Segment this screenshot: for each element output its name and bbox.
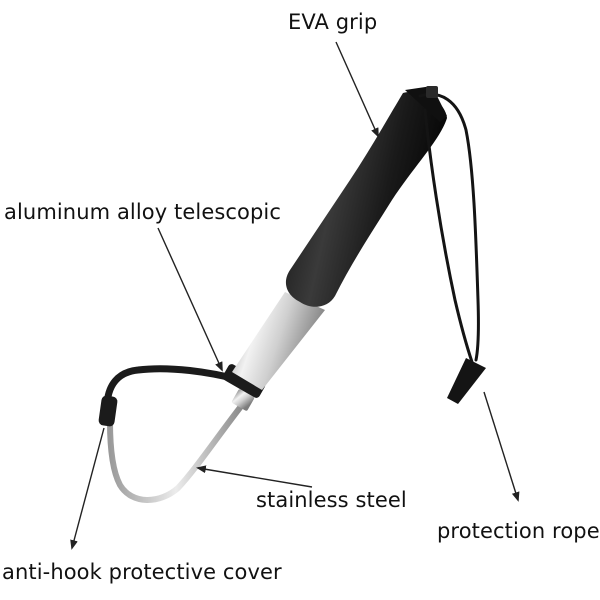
arrow-rope	[483, 391, 520, 502]
protection-rope	[418, 92, 480, 364]
rope-stopper	[447, 358, 486, 404]
label-anti-hook-protective-cover: anti-hook protective cover	[2, 560, 282, 584]
ferrule	[231, 389, 255, 411]
arrow-steel	[196, 465, 313, 488]
arrow-eva-grip	[335, 41, 379, 138]
rope-top-clip	[426, 86, 438, 98]
label-aluminum-alloy-telescopic: aluminum alloy telescopic	[4, 200, 281, 224]
label-eva-grip: EVA grip	[288, 10, 378, 34]
arrow-aluminum	[157, 227, 223, 372]
label-protection-rope: protection rope	[437, 519, 600, 543]
arrow-cover	[70, 427, 105, 550]
label-stainless-steel: stainless steel	[256, 488, 407, 512]
anti-hook-protective-cover	[103, 365, 244, 409]
aluminum-shaft	[232, 292, 325, 390]
cover-tip	[98, 395, 118, 427]
eva-grip	[285, 91, 447, 307]
stainless-steel-hook	[107, 402, 245, 503]
